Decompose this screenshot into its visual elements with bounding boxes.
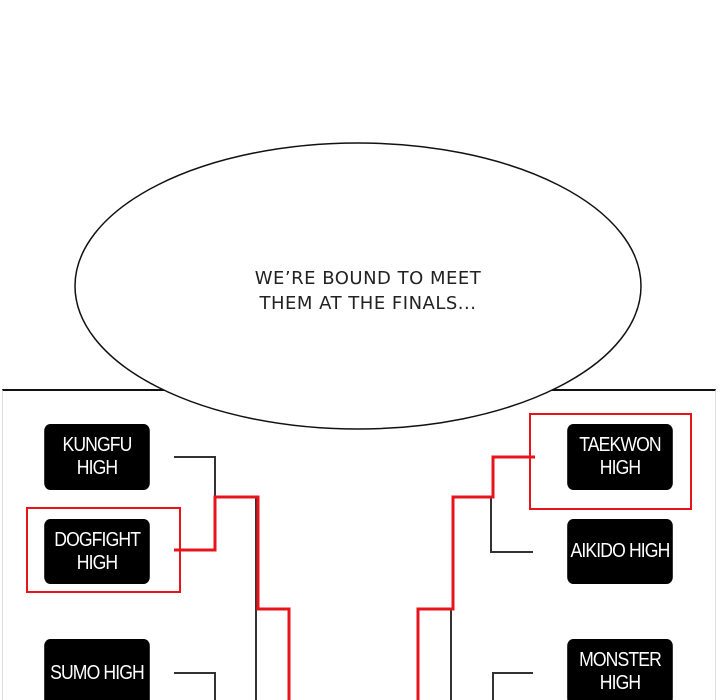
bubble-line-1: WE’RE BOUND TO MEET	[254, 268, 482, 289]
team-kungfu-high: KUNGFU HIGH	[44, 424, 150, 490]
highlight-box-dogfight	[26, 507, 181, 593]
highlight-box-taekwon	[529, 413, 692, 510]
team-dogfight-high: DOGFIGHT HIGH	[44, 519, 150, 584]
team-aikido-high: AIKIDO HIGH	[567, 519, 673, 584]
team-monster-high: MONSTER HIGH	[567, 639, 673, 700]
aikido-line	[490, 497, 533, 553]
sumo-line	[174, 672, 216, 700]
dogfight-path	[174, 495, 291, 700]
team-taekwon-high: TAEKWON HIGH	[567, 424, 673, 490]
speech-bubble-text: WE’RE BOUND TO MEET THEM AT THE FINALS..…	[150, 266, 586, 316]
monster-line	[492, 672, 533, 700]
taekwon-path	[416, 455, 535, 700]
bubble-line-2: THEM AT THE FINALS...	[259, 293, 477, 314]
team-sumo-high: SUMO HIGH	[44, 639, 150, 700]
